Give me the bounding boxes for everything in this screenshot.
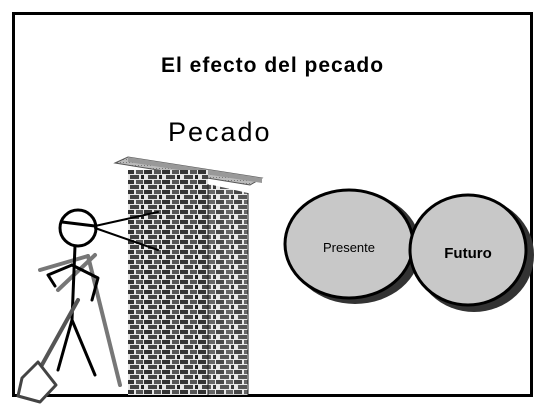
circle-presente: Presente (283, 188, 421, 304)
stick-figure-with-shovel-icon (16, 208, 159, 404)
slide-title: El efecto del pecado (160, 54, 385, 77)
wall-label: Pecado (168, 117, 272, 147)
slide-frame (12, 12, 533, 397)
brick-wall-icon (113, 156, 264, 395)
circle-futuro: Futuro (408, 193, 534, 312)
circle-presente-label: Presente (323, 240, 375, 255)
circle-futuro-label: Futuro (444, 245, 491, 262)
